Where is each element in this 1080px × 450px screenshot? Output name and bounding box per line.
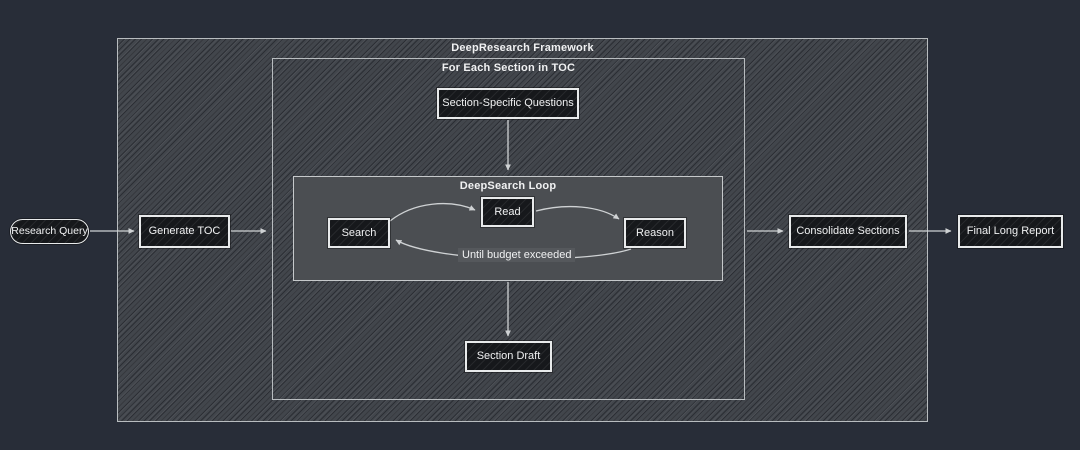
node-generate-toc-label: Generate TOC	[148, 225, 221, 238]
node-consolidate-sections: Consolidate Sections	[789, 215, 907, 248]
node-consolidate-sections-label: Consolidate Sections	[796, 225, 900, 238]
node-research-query: Research Query	[10, 219, 89, 244]
node-reason: Reason	[624, 218, 686, 248]
node-section-draft-label: Section Draft	[476, 350, 541, 363]
node-final-long-report: Final Long Report	[958, 215, 1063, 248]
node-search: Search	[328, 218, 390, 248]
node-reason-label: Reason	[636, 226, 674, 239]
edge-label-until-budget-exceeded: Until budget exceeded	[458, 248, 576, 262]
inner-frame-title: For Each Section in TOC	[441, 62, 576, 74]
node-section-draft: Section Draft	[465, 341, 552, 372]
node-research-query-label: Research Query	[11, 224, 88, 237]
node-generate-toc: Generate TOC	[139, 215, 230, 248]
node-read-label: Read	[494, 205, 521, 218]
node-section-specific-questions: Section-Specific Questions	[437, 88, 579, 119]
node-search-label: Search	[341, 226, 377, 239]
node-final-long-report-label: Final Long Report	[966, 225, 1055, 238]
node-section-specific-questions-label: Section-Specific Questions	[442, 97, 574, 110]
node-read: Read	[481, 197, 534, 227]
outer-frame-title: DeepResearch Framework	[451, 42, 594, 54]
loop-frame-title: DeepSearch Loop	[459, 180, 557, 192]
